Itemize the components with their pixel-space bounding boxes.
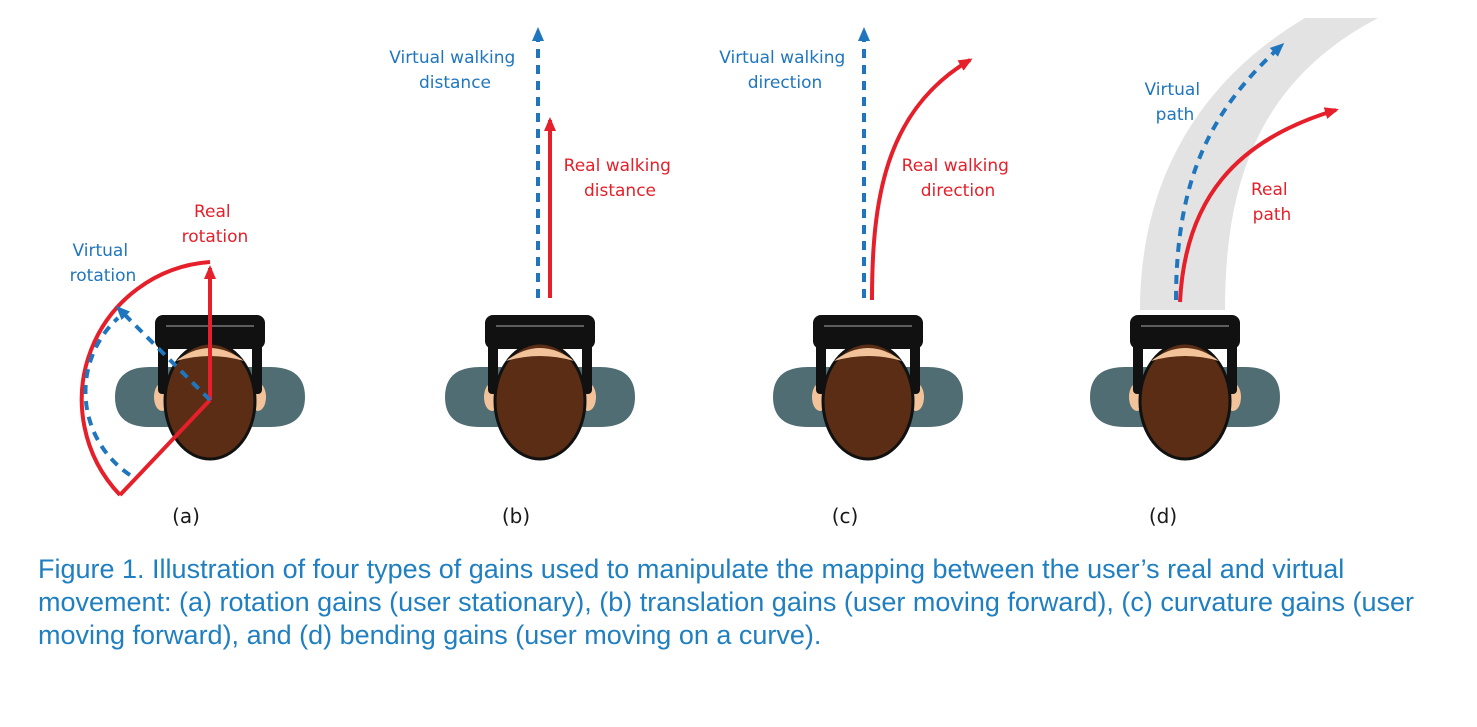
panel-a: Virtual rotation Real rotation (a) [70,202,307,528]
virtual-direction-label: Virtual walking direction [719,48,851,93]
panel-label-c: (c) [832,504,859,528]
real-path-label: Real path [1251,180,1293,225]
real-path-arrow [1178,107,1339,303]
panel-label-b: (b) [502,504,530,528]
real-direction-label: Real walking direction [902,156,1015,201]
real-rotation-label: Real rotation [182,202,249,247]
user-top-view-icon [443,313,637,461]
virtual-rotation-line [115,305,212,402]
panel-label-d: (d) [1149,504,1177,528]
user-top-view-icon [771,313,965,461]
virtual-rotation-label: Virtual rotation [70,241,137,286]
virtual-path-band [1140,18,1378,310]
real-direction-arrow [870,58,973,301]
virtual-path-label: Virtual path [1145,80,1206,125]
virtual-path-arrow [1174,42,1285,301]
panel-b: Virtual walking distance Real walking di… [389,27,677,528]
panel-d: Virtual path Real path (d) [1088,18,1378,528]
figure-caption: Figure 1. Illustration of four types of … [38,554,1415,650]
panel-c: Virtual walking direction Real walking d… [719,27,1015,528]
virtual-rotation-arc [83,316,132,477]
panel-label-a: (a) [172,504,200,528]
real-rotation-line [118,398,212,497]
real-distance-label: Real walking distance [564,156,677,201]
real-rotation-arc [79,260,211,497]
virtual-distance-label: Virtual walking distance [389,48,521,93]
user-top-view-icon [1088,313,1282,461]
gains-illustration: Virtual rotation Real rotation (a) Virtu… [70,18,1378,528]
